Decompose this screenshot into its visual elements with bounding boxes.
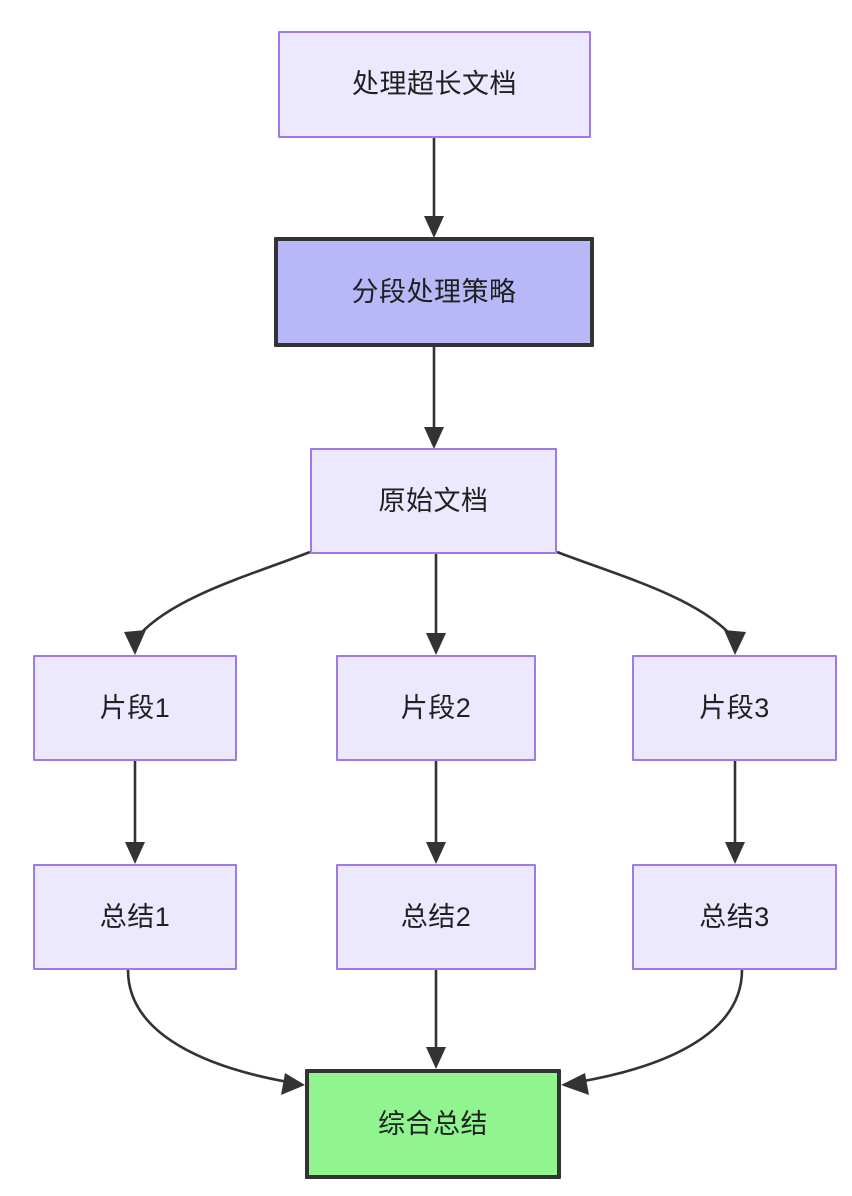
node-label: 综合总结 <box>378 1108 488 1139</box>
edge-n9-n10 <box>561 969 744 1095</box>
node-label: 片段1 <box>99 692 171 723</box>
edge-n3-n6 <box>556 550 746 655</box>
node-chunking-strategy[interactable]: 分段处理策略 <box>274 237 594 347</box>
node-fragment-1[interactable]: 片段1 <box>33 655 237 761</box>
node-label: 总结3 <box>699 901 770 932</box>
node-label: 总结2 <box>400 901 472 932</box>
edge-n2-n3 <box>424 347 444 449</box>
node-summary-3[interactable]: 总结3 <box>632 864 837 970</box>
node-original-document[interactable]: 原始文档 <box>310 448 557 554</box>
node-fragment-3[interactable]: 片段3 <box>632 655 837 761</box>
node-label: 分段处理策略 <box>351 276 517 307</box>
node-summary-2[interactable]: 总结2 <box>336 864 536 970</box>
node-comprehensive-summary[interactable]: 综合总结 <box>305 1069 561 1179</box>
edge-n8-n10 <box>426 970 446 1069</box>
node-label: 处理超长文档 <box>352 69 517 100</box>
node-label: 原始文档 <box>378 485 489 516</box>
node-process-long-document[interactable]: 处理超长文档 <box>278 31 591 138</box>
edge-n3-n4 <box>124 550 311 655</box>
node-fragment-2[interactable]: 片段2 <box>336 655 536 761</box>
node-label: 片段3 <box>699 692 770 723</box>
node-label: 片段2 <box>400 692 472 723</box>
edge-n6-n9 <box>725 761 745 864</box>
edge-n5-n8 <box>426 761 446 864</box>
node-label: 总结1 <box>99 901 171 932</box>
edge-n4-n7 <box>125 761 145 864</box>
node-summary-1[interactable]: 总结1 <box>33 864 237 970</box>
edge-n3-n5 <box>426 554 446 655</box>
edge-n7-n10 <box>126 969 305 1095</box>
edge-n1-n2 <box>424 138 444 238</box>
